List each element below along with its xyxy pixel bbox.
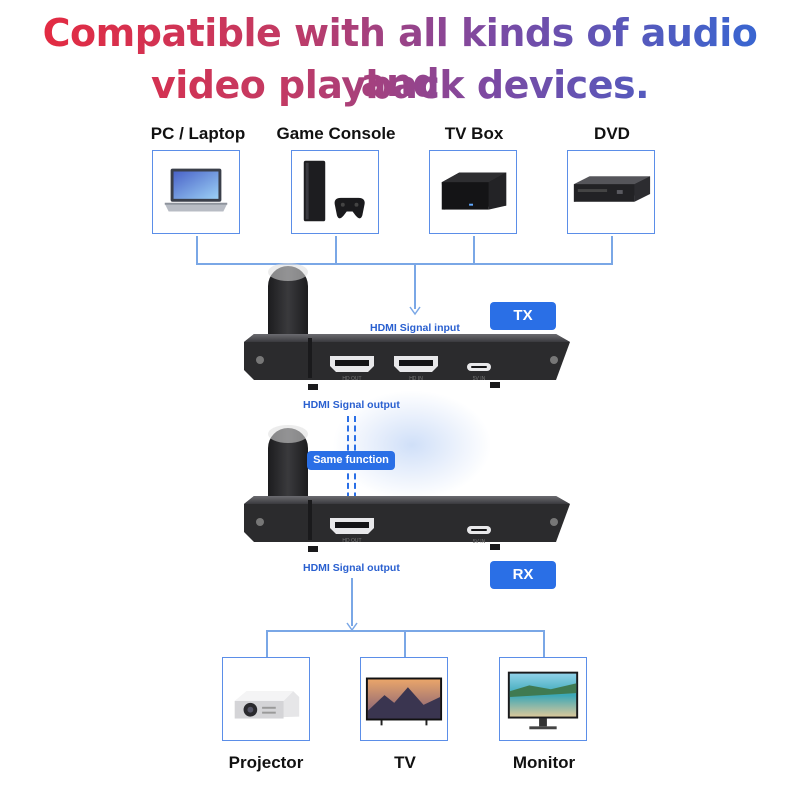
tx-input-arrow-icon	[409, 306, 421, 316]
rx-device	[244, 425, 570, 552]
tx-port-5v-in-icon	[467, 363, 491, 371]
display-label-monitor: Monitor	[512, 753, 576, 772]
rx-port-5v-in-icon	[467, 526, 491, 534]
display-wire-drop-monitor	[543, 630, 545, 658]
laptop-icon	[164, 168, 228, 212]
tv-icon	[365, 677, 443, 726]
display-card-tv	[360, 657, 448, 741]
source-label-tv-box: TV Box	[444, 124, 504, 143]
source-card-dvd	[567, 150, 655, 234]
display-label-projector: Projector	[228, 753, 304, 772]
source-wire-drop-tvbox	[473, 236, 475, 264]
tv-box-icon	[441, 172, 507, 210]
projector-icon	[234, 691, 300, 719]
source-card-game-console	[291, 150, 379, 234]
rx-port-label-hd-out: HD OUT	[342, 538, 362, 544]
display-card-monitor	[499, 657, 587, 741]
tx-port-label-hd-in: HD IN	[409, 376, 423, 382]
display-wire-drop-tv	[404, 630, 406, 658]
dvd-player-icon	[573, 176, 651, 202]
source-label-dvd: DVD	[594, 124, 630, 143]
source-card-tv-box	[429, 150, 517, 234]
rx-output-wire	[351, 578, 353, 626]
display-label-tv: TV	[394, 753, 416, 772]
source-wire-bus	[196, 263, 613, 265]
rx-port-hd-out-icon	[330, 518, 374, 534]
tx-input-label: HDMI Signal input	[370, 322, 460, 334]
source-wire-drop-dvd	[611, 236, 613, 264]
tx-port-label-hd-out: HD OUT	[342, 376, 362, 382]
headline-line-2: video playback devices.	[0, 60, 800, 110]
rx-tag: RX	[490, 561, 556, 589]
source-wire-drop-console	[335, 236, 337, 264]
link-tag-same-function: Same function	[307, 451, 395, 470]
wireless-signal-glow	[332, 390, 492, 500]
tx-port-hd-out-icon	[330, 356, 374, 372]
display-card-projector	[222, 657, 310, 741]
source-card-laptop	[152, 150, 240, 234]
tx-tag: TX	[490, 302, 556, 330]
rx-output-label: HDMI Signal output	[303, 562, 400, 574]
source-label-pc-laptop: PC / Laptop	[150, 124, 246, 143]
source-label-game-console: Game Console	[276, 124, 396, 143]
display-wire-drop-projector	[266, 630, 268, 658]
tx-output-label: HDMI Signal output	[303, 399, 400, 411]
tx-input-wire	[414, 263, 416, 309]
source-wire-drop-laptop	[196, 236, 198, 264]
rx-port-label-5v-in: 5V IN	[472, 539, 486, 545]
game-console-icon	[303, 160, 365, 222]
monitor-icon	[507, 671, 579, 730]
tx-port-hd-in-icon	[394, 356, 438, 372]
tx-port-label-5v-in: 5V IN	[472, 376, 486, 382]
headline-line-1: Compatible with all kinds of audio and	[0, 8, 800, 108]
